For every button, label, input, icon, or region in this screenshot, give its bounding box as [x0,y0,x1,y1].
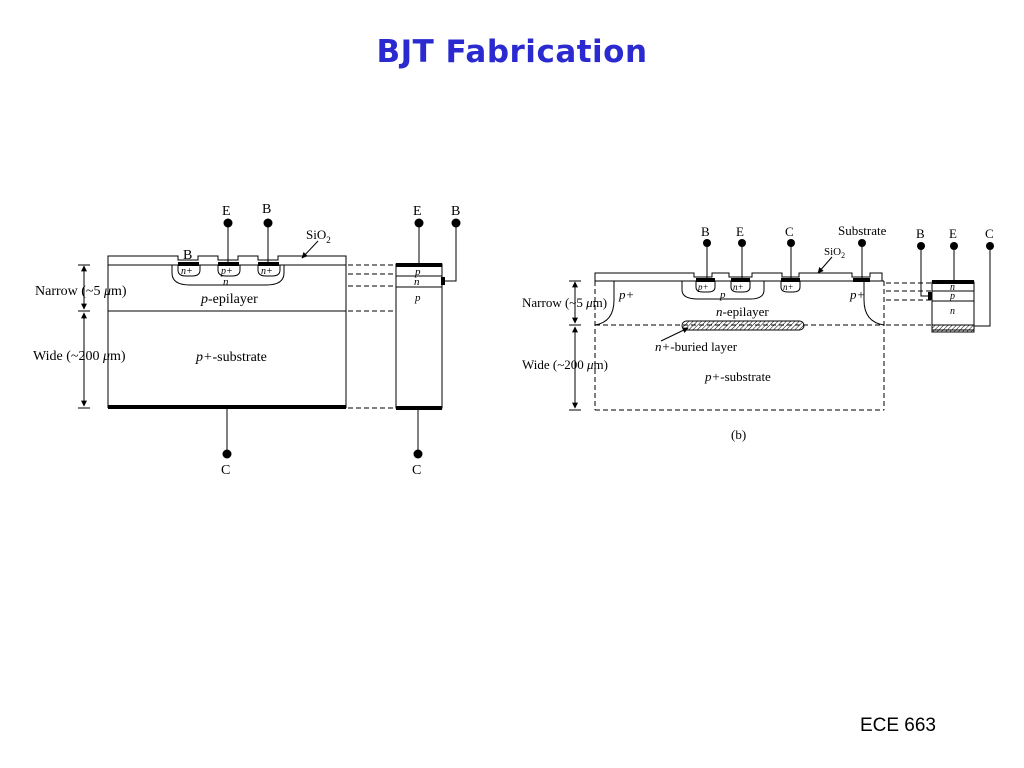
a-label-substrate: p+-substrate [195,350,267,365]
b-schematic-substrate-hatch [931,324,975,333]
b-schematic-c-dot [986,242,994,250]
b-label-buried: n+-buried layer [655,339,738,354]
b-terminal-b-dot [703,239,711,247]
a-schematic-b-dot [451,218,461,228]
b-schematic-top: n [950,282,955,293]
b-label-collector-contact: n+ [783,282,794,292]
b-schematic-b-dot [917,242,925,250]
a-label-emitter-right: n+ [261,266,273,277]
a-schematic-label-e: E [413,204,422,219]
a-label-emitter-left: n+ [181,266,193,277]
b-oxide-layer [594,272,883,281]
b-label-substrate: Substrate [838,223,887,238]
a-label-wide: Wide (~200 μm) [33,349,126,364]
a-contact-base-plus [218,262,239,266]
b-label-isolation-right: p+ [849,287,865,302]
a-schematic-base-contact [441,277,445,285]
b-label-narrow: Narrow (~5 μm) [522,295,607,310]
b-emitter-well [730,281,751,293]
a-label-b: B [262,202,271,217]
b-label-epilayer: n-epilayer [716,304,769,319]
b-isolation-right [863,281,885,326]
b-schematic-label-c: C [985,226,994,241]
a-contact-emitter-left [178,262,199,266]
b-collector-contact-well [780,281,801,293]
b-label-base-plus: p+ [697,282,709,292]
a-schematic-bottom: p [414,292,421,304]
b-caption: (b) [731,427,746,442]
b-schematic-e-dot [950,242,958,250]
b-isolation-left [594,281,615,326]
a-label-base-contact: B [183,248,192,263]
a-schematic-e-dot [414,218,424,228]
a-label-narrow: Narrow (~5 μm) [35,284,127,299]
a-schematic-top: p [414,266,421,278]
b-label-emitter: n+ [733,282,744,292]
a-terminal-e-dot [223,218,233,228]
a-label-c: C [221,463,230,478]
slide-title: BJT Fabrication [376,34,648,70]
a-terminal-c-dot [222,449,232,459]
b-buried-layer [681,320,805,331]
a-contact-emitter-right [258,262,279,266]
a-label-sio2: SiO2 [306,227,331,245]
a-terminal-b-dot [263,218,273,228]
a-label-base-plus: p+ [220,266,233,277]
b-schematic-label-b: B [916,226,925,241]
b-label-c: C [785,224,794,239]
b-schematic-bottom: n [950,306,955,317]
a-schematic-label-b: B [451,204,460,219]
a-collector-contact [108,405,346,409]
diagram-a-labels: E B B SiO2 n+ p+ n+ n p-epilayer p+-subs… [33,202,460,478]
a-emitter-right-well [257,265,281,277]
b-terminal-substrate-dot [858,239,866,247]
a-base-well [171,265,285,286]
slide-footer: ECE 663 [859,715,936,736]
b-base-well [681,281,765,300]
a-label-base-n: n [223,276,229,288]
a-emitter-left-well [177,265,201,277]
a-label-epilayer: p-epilayer [200,292,258,307]
a-schematic-c-dot [413,449,423,459]
b-label-sio2: SiO2 [824,246,845,260]
b-terminal-e-dot [738,239,746,247]
b-schematic-middle: p [949,291,955,302]
diagram-b [569,239,994,411]
b-label-isolation-left: p+ [618,287,634,302]
b-label-substrate-region: p+-substrate [704,369,771,384]
a-base-plus-well [217,265,241,277]
b-terminal-c-dot [787,239,795,247]
b-label-e: E [736,224,744,239]
b-schematic-label-e: E [949,226,957,241]
b-label-wide: Wide (~200 μm) [522,357,608,372]
a-label-e: E [222,204,231,219]
diagram-a [78,218,461,459]
b-label-base-p: p [719,289,726,301]
b-base-plus-well [695,281,716,293]
b-label-b: B [701,224,710,239]
diagram-b-labels: B E C Substrate SiO2 p+ n+ n+ p p+ p+ n-… [522,223,994,442]
a-schematic-middle: n [414,276,420,288]
a-schematic-label-c: C [412,463,421,478]
